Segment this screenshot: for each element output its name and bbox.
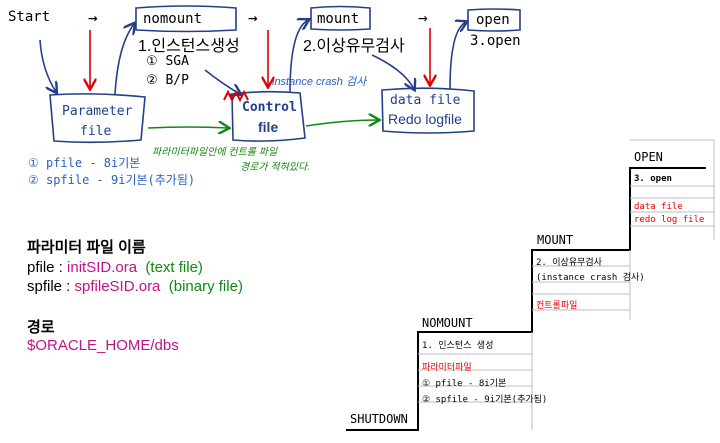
parameter-file-label-1: Parameter (62, 104, 133, 119)
mount-label: mount (317, 11, 360, 27)
stair-mount: MOUNT (537, 233, 574, 247)
step3-title: 3.open (470, 33, 521, 49)
stair-nomount-lines (418, 332, 533, 430)
instance-crash-note: instance crash 검사 (272, 76, 367, 88)
step1-title: 1.인스턴스생성 (138, 38, 240, 55)
arrow-datafile-to-open (449, 22, 466, 90)
stair-mount-check: (instance crash 검사) (536, 273, 645, 283)
pfile-label: pfile : (27, 259, 68, 276)
control-file-box (231, 90, 306, 142)
stair-mount-step: 2. 이상유무검사 (536, 258, 602, 268)
spfile-line: spfile : spfileSID.ora (binary file) (27, 278, 243, 295)
green-arrow-control-to-datafile (305, 120, 378, 127)
flow-arrow-2: → (248, 8, 258, 27)
start-label: Start (8, 9, 51, 25)
path-heading: 경로 (27, 319, 55, 336)
open-box (467, 8, 521, 32)
spfile-value: spfileSID.ora (74, 278, 161, 295)
pfile-note: ① pfile - 8i기본 (28, 156, 141, 170)
flow-arrow-3: → (418, 8, 428, 27)
step1-bp: ② B/P (146, 73, 189, 88)
flow-arrow-1: → (88, 8, 98, 27)
stair-open-lines (630, 139, 715, 240)
stair-nomount-pfile: ① pfile - 8i기본 (422, 379, 507, 389)
arrow-control-to-mount (289, 20, 308, 94)
arrow-to-control (204, 69, 240, 94)
control-file-label-2: file (258, 119, 279, 135)
arrow-param-to-nomount (114, 24, 134, 95)
spfile-label: spfile : (27, 278, 75, 295)
control-note-line1: 파라미터파일안에 컨트롤 파일 (152, 147, 278, 158)
parameter-file-label-2: file (80, 124, 112, 139)
mount-box (310, 5, 371, 31)
open-label: open (476, 12, 510, 28)
path-value: $ORACLE_HOME/dbs (27, 337, 179, 354)
stair-mount-lines (532, 250, 631, 320)
stair-shutdown: SHUTDOWN (350, 412, 408, 426)
pfile-line: pfile : initSID.ora (text file) (27, 259, 203, 276)
arrow-start-to-param (39, 39, 56, 92)
nomount-box (135, 5, 237, 33)
stair-nomount-step: 1. 인스턴스 생성 (422, 341, 494, 351)
spfile-type: (binary file) (168, 278, 243, 295)
stair-open-step: 3. open (634, 174, 672, 184)
stair-nomount: NOMOUNT (422, 316, 473, 330)
nomount-label: nomount (143, 11, 203, 27)
stair-mount-control: 컨트롤파일 (536, 301, 578, 311)
spfile-note: ② spfile - 9i기본(추가됨) (28, 173, 196, 187)
step2-title: 2.이상유무검사 (303, 38, 405, 55)
pfile-value: initSID.ora (67, 259, 138, 276)
pfile-type: (text file) (145, 259, 203, 276)
control-file-label-1: Control (242, 100, 297, 115)
step1-sga: ① SGA (146, 54, 189, 69)
stair-open: OPEN (634, 150, 663, 164)
stair-open-redo: redo log file (634, 215, 705, 225)
naming-heading: 파라미터 파일 이름 (27, 239, 146, 256)
stair-nomount-param: 파라미터파일 (422, 363, 472, 373)
redo-logfile-label: Redo logfile (388, 111, 462, 127)
stair-nomount-spfile: ② spfile - 9i기본(추가됨) (422, 395, 548, 405)
control-note-line2: 경로가 적혀있다. (240, 162, 310, 173)
data-file-label: data file (390, 93, 461, 108)
red-scribble (223, 89, 249, 103)
stair-outline (346, 167, 706, 431)
parameter-file-box (49, 93, 146, 144)
arrow-to-datafile (371, 54, 414, 89)
stair-open-datafile: data file (634, 202, 683, 212)
green-arrow-param-to-control (147, 127, 228, 128)
